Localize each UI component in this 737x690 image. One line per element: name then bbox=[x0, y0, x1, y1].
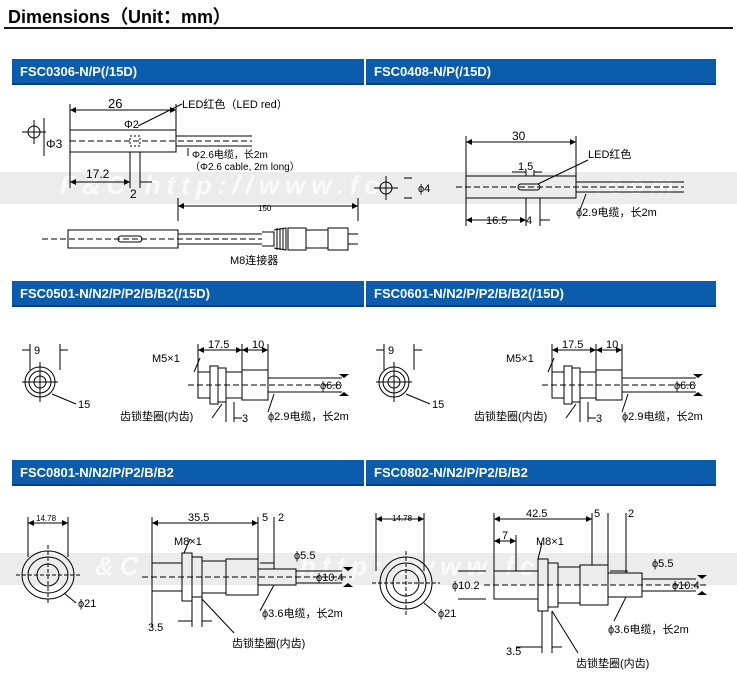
cable-label: ϕ2.9电缆，长2m bbox=[268, 410, 349, 423]
dim-nut: 3 bbox=[596, 413, 602, 425]
dim-tail: 10 bbox=[252, 339, 264, 351]
fsc0501-drawing: 9 15 M5×1 17.5 10 ϕ6.8 3 齿锁垫圈(内齿) ϕ2.9电缆… bbox=[22, 339, 349, 425]
panel-header: FSC0801-N/N2/P/P2/B/B2 bbox=[12, 460, 364, 486]
thread-label: M5×1 bbox=[152, 353, 180, 365]
dim-length: 42.5 bbox=[526, 508, 547, 520]
dim-length: 17.5 bbox=[208, 339, 229, 351]
dim-diameter: ϕ10.4 bbox=[316, 572, 344, 584]
dim-diameter: 15 bbox=[78, 399, 90, 411]
dim-diameter: Φ2 bbox=[124, 119, 139, 131]
dim-flat: 14.78 bbox=[392, 514, 413, 523]
washer-label: 齿锁垫圈(内齿) bbox=[474, 409, 547, 423]
dim-offset: 16.5 bbox=[486, 215, 507, 227]
dim-end: 2 bbox=[278, 512, 284, 524]
dim-diameter: ϕ4 bbox=[418, 183, 430, 195]
page-title: Dimensions（Unit：mm） bbox=[8, 7, 232, 27]
dim-nut: 3 bbox=[242, 413, 248, 425]
dim-led-width: 1.5 bbox=[518, 161, 533, 173]
led-label: LED红色 bbox=[588, 147, 631, 161]
dim-width: 2 bbox=[130, 187, 137, 201]
panel-header: FSC0601-N/N2/P/P2/B/B2(/15D) bbox=[366, 281, 716, 307]
dim-diameter: ϕ10.4 bbox=[672, 580, 700, 592]
dim-width: 4 bbox=[526, 215, 532, 227]
watermark-text: .com bbox=[595, 170, 680, 200]
dim-diameter: ϕ5.5 bbox=[294, 550, 315, 562]
dim-width: 9 bbox=[34, 345, 40, 357]
dim-flat: 14.78 bbox=[36, 514, 57, 523]
dim-tail: 5 bbox=[262, 512, 268, 524]
fsc0801-drawing: 14.78 ϕ21 35.5 5 2 M8×1 ϕ5.5 ϕ10.4 3.5 ϕ… bbox=[16, 512, 353, 650]
thread-label: M5×1 bbox=[506, 353, 534, 365]
panel-header: FSC0306-N/P(/15D) bbox=[12, 59, 364, 85]
washer-label: 齿锁垫圈(内齿) bbox=[120, 409, 193, 423]
thread-label: M8×1 bbox=[174, 536, 202, 548]
thread-label: M8×1 bbox=[536, 536, 564, 548]
washer-label: 齿锁垫圈(内齿) bbox=[232, 636, 305, 650]
cable-label: ϕ3.6电缆，长2m bbox=[262, 607, 343, 620]
fsc0408-drawing: 30 1.5 ϕ4 16.5 4 LED红色 ϕ2.9电缆，长2m bbox=[374, 129, 684, 227]
cable-label: ϕ2.9电缆，长2m bbox=[576, 206, 657, 219]
dim-offset: 17.2 bbox=[86, 167, 110, 181]
watermark-band bbox=[0, 172, 737, 204]
dim-length: 35.5 bbox=[188, 512, 209, 524]
dim-diameter: ϕ21 bbox=[438, 608, 456, 620]
dim-tail: 10 bbox=[606, 339, 618, 351]
dim-diameter: ϕ10.2 bbox=[452, 580, 480, 592]
watermark-text: &C bbox=[95, 551, 145, 581]
dim-length: 26 bbox=[108, 96, 122, 111]
dim-length: 30 bbox=[512, 129, 526, 143]
cable-label-en: （Φ2.6 cable, 2m long） bbox=[190, 161, 300, 173]
led-label: LED红色（LED red） bbox=[182, 97, 288, 111]
dim-end: 2 bbox=[628, 508, 634, 520]
dim-diameter: 15 bbox=[432, 399, 444, 411]
cable-label: ϕ3.6电缆，长2m bbox=[608, 623, 689, 636]
dim-length: 17.5 bbox=[562, 339, 583, 351]
dim-diameter: ϕ21 bbox=[78, 598, 96, 610]
dim-nut: 3.5 bbox=[506, 646, 521, 658]
panel-header: FSC0501-N/N2/P/P2/B/B2(/15D) bbox=[12, 281, 364, 307]
dim-diameter: Φ3 bbox=[46, 137, 63, 151]
dim-diameter: ϕ6.8 bbox=[320, 380, 341, 392]
dim-nut: 3.5 bbox=[148, 622, 163, 634]
panel-header: FSC0802-N/N2/P/P2/B/B2 bbox=[366, 460, 716, 486]
dim-tail: 5 bbox=[594, 508, 600, 520]
panel-header: FSC0408-N/P(/15D) bbox=[366, 59, 716, 85]
dim-cable-length: 150 bbox=[258, 204, 272, 213]
cable-label: ϕ2.9电缆，长2m bbox=[622, 410, 703, 423]
title-divider bbox=[4, 27, 733, 29]
cable-label: Φ2.6电缆，长2m bbox=[192, 148, 268, 161]
fsc0601-drawing: 9 15 M5×1 17.5 10 ϕ6.8 3 齿锁垫圈(内齿) ϕ2.9电缆… bbox=[376, 339, 703, 425]
washer-label: 齿锁垫圈(内齿) bbox=[576, 656, 649, 670]
connector-label: M8连接器 bbox=[230, 254, 278, 267]
watermark-band bbox=[0, 553, 737, 585]
fsc0306-drawing: 26 Φ2 Φ3 17.2 2 LED红色（LED red） Φ2.6电缆，长2… bbox=[22, 96, 359, 267]
dim-diameter: ϕ5.5 bbox=[652, 558, 673, 570]
fsc0802-drawing: 14.78 ϕ21 42.5 5 2 7 M8×1 ϕ5.5 ϕ10.2 ϕ10… bbox=[372, 508, 707, 670]
dim-diameter: ϕ6.8 bbox=[674, 380, 695, 392]
watermark-text: F&C http://www.fc bbox=[60, 170, 385, 200]
dim-width: 9 bbox=[388, 345, 394, 357]
dim-thread-start: 7 bbox=[502, 530, 508, 542]
